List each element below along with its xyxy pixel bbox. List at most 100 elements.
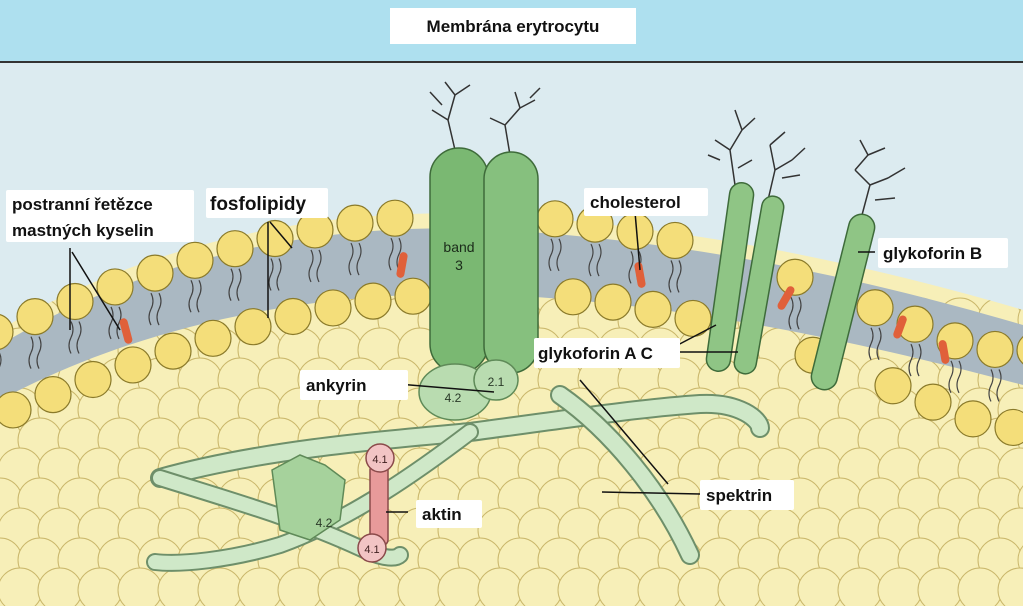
lipid-head xyxy=(194,319,232,357)
protein-42-top-label: 4.2 xyxy=(445,391,462,405)
cytoplasm-scale xyxy=(1017,537,1023,583)
title-box xyxy=(390,8,636,44)
fatty-acid-tail xyxy=(236,268,242,301)
cytoplasm-scale xyxy=(477,567,523,606)
cytoplasm-scale xyxy=(37,567,83,606)
protein-41-top-label: 4.1 xyxy=(372,454,387,466)
fatty-acid-tail xyxy=(196,280,202,313)
cytoplasm-scale xyxy=(797,567,843,606)
cytoplasm-scale xyxy=(637,567,683,606)
fatty-acid-tail xyxy=(876,327,882,361)
label-boxes xyxy=(6,188,1008,528)
spectrin-label: spektrin xyxy=(706,486,772,505)
lipid-head xyxy=(776,258,814,296)
band3-sugar-chains xyxy=(429,81,541,156)
lipid-head xyxy=(536,200,574,238)
lipid-head xyxy=(594,283,632,321)
cytoplasm-scale xyxy=(1017,477,1023,523)
lipid-head xyxy=(176,241,214,279)
cytoplasm-scale xyxy=(717,567,763,606)
cytoplasm-scale xyxy=(237,567,283,606)
glycophorin-ac-sugar-chains xyxy=(707,109,806,201)
protein-41-bottom xyxy=(357,533,387,563)
fatty-acid-tail xyxy=(396,237,402,271)
band3-label-line2: 3 xyxy=(455,257,463,273)
fatty-acid-tail xyxy=(988,369,994,402)
leader-lines xyxy=(69,211,875,513)
inner-phospholipid-heads xyxy=(0,277,1023,447)
side-chains-label-line2: mastných kyselin xyxy=(12,221,154,240)
lipid-head xyxy=(114,346,152,384)
lipid-head xyxy=(376,199,414,237)
spectrin-network xyxy=(146,385,770,572)
cytoplasm-scale xyxy=(77,567,123,606)
lipid-head xyxy=(394,277,432,315)
lipid-head xyxy=(56,282,94,321)
ankyrin-label: ankyrin xyxy=(306,376,366,395)
fatty-acid-tail xyxy=(276,258,282,291)
cytoplasm-scale xyxy=(1017,297,1023,343)
cytoplasm-scale xyxy=(957,567,1003,606)
cytoplasm-scale xyxy=(277,567,323,606)
cytoplasm-scale xyxy=(117,567,163,606)
lipid-head xyxy=(274,297,312,336)
lipid-head xyxy=(354,282,392,320)
lipid-head xyxy=(656,221,694,260)
protein-21-label: 2.1 xyxy=(488,375,505,389)
fatty-acid-tail xyxy=(788,296,794,330)
fatty-acid-tail xyxy=(916,343,922,377)
lipid-head xyxy=(34,376,72,414)
lipid-head xyxy=(554,278,592,316)
protein-41-bottom-label: 4.1 xyxy=(364,544,379,556)
fatty-acid-tails xyxy=(0,237,1002,402)
fatty-acid-tail xyxy=(268,258,274,291)
lipid-head xyxy=(154,332,192,370)
glycophorin-b xyxy=(810,139,906,391)
cytoplasm-scale xyxy=(357,567,403,606)
fatty-acid-tail xyxy=(68,321,74,354)
cytoplasm-scale xyxy=(877,567,923,606)
cytoplasm-scale xyxy=(157,567,203,606)
lipid-head xyxy=(336,204,374,242)
cytoplasm-scale xyxy=(597,567,643,606)
lipid-head xyxy=(74,360,112,399)
actin-filament xyxy=(369,464,389,546)
lipid-head xyxy=(914,383,952,421)
lipid-head xyxy=(0,314,14,350)
lipid-head xyxy=(954,400,992,438)
actin-junction-complex: 4.2 4.1 4.1 xyxy=(271,443,395,563)
lipid-head xyxy=(856,289,894,327)
fatty-acid-tail xyxy=(908,343,914,377)
lipid-head xyxy=(976,330,1014,369)
fatty-acid-tail xyxy=(148,292,154,326)
band3-protein: band 3 xyxy=(429,81,541,374)
lipid-head xyxy=(634,290,672,328)
cytoplasm-scale xyxy=(757,567,803,606)
side-chains-label-line1: postranní řetězce xyxy=(12,195,153,214)
cytoplasm-scale xyxy=(677,567,723,606)
glycophorin-b-label: glykoforin B xyxy=(883,244,982,263)
diagram-title: Membrána erytrocytu xyxy=(427,17,600,36)
lipid-head xyxy=(136,254,174,292)
cytoplasm-scale xyxy=(837,567,883,606)
fatty-acid-tail xyxy=(676,260,682,293)
cytoplasm-scale xyxy=(317,567,363,606)
lipid-head xyxy=(994,408,1023,447)
lipid-head xyxy=(96,268,134,306)
cholesterol-label: cholesterol xyxy=(590,193,681,212)
fatty-acid-tail xyxy=(996,369,1002,402)
fatty-acid-tail xyxy=(0,352,2,368)
cytoplasm-scale xyxy=(197,567,243,606)
fatty-acid-tail xyxy=(948,360,954,394)
fatty-acid-tail xyxy=(156,292,162,326)
cytoplasm-scale xyxy=(397,567,443,606)
fatty-acid-tail xyxy=(348,242,354,276)
fatty-acid-tail xyxy=(76,321,82,354)
glycophorin-ac xyxy=(705,109,806,375)
fatty-acid-tail xyxy=(316,249,322,283)
lipid-head xyxy=(16,298,54,336)
lipid-head xyxy=(216,230,254,268)
actin-label: aktin xyxy=(422,505,462,524)
lipid-head xyxy=(256,219,294,258)
